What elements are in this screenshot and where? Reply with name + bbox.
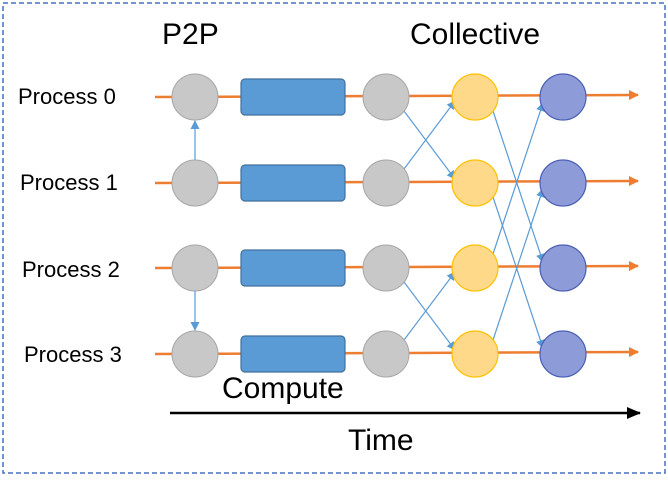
compute-label: Compute	[222, 372, 344, 405]
collective-heading: Collective	[410, 18, 541, 51]
result-node-1	[539, 159, 587, 207]
p2p-heading: P2P	[162, 18, 219, 51]
exchange-arrow-1-0	[403, 100, 456, 170]
exchange-arrow-2-0	[492, 102, 545, 255]
process-label-3: Process 3	[24, 342, 122, 367]
result-node-2	[539, 244, 587, 292]
exchange-arrow-0-1	[403, 110, 456, 180]
p2p-node-2	[171, 244, 219, 292]
process-label-1: Process 1	[20, 170, 118, 195]
collective-node-2	[451, 244, 499, 292]
exchange-arrow-3-1	[492, 188, 545, 341]
result-node-3	[539, 330, 587, 378]
compute-block-1	[240, 164, 346, 202]
collective-node-3	[451, 330, 499, 378]
pre-collective-node-0	[362, 73, 410, 121]
exchange-arrow-2-3	[403, 281, 456, 351]
collective-node-1	[451, 159, 499, 207]
p2p-node-1	[171, 159, 219, 207]
process-label-2: Process 2	[22, 257, 120, 282]
pre-collective-node-3	[362, 330, 410, 378]
p2p-node-3	[171, 330, 219, 378]
exchange-arrow-0-2	[492, 110, 545, 263]
pre-collective-node-2	[362, 244, 410, 292]
pre-collective-node-1	[362, 159, 410, 207]
result-node-0	[539, 73, 587, 121]
exchange-arrow-3-2	[403, 271, 456, 341]
dashed-frame	[2, 2, 666, 474]
compute-block-2	[240, 249, 346, 287]
p2p-node-0	[171, 73, 219, 121]
compute-block-0	[240, 78, 346, 116]
compute-block-3	[240, 335, 346, 373]
time-label: Time	[348, 424, 414, 457]
collective-node-0	[451, 73, 499, 121]
exchange-arrow-1-3	[492, 196, 545, 349]
process-label-0: Process 0	[18, 84, 116, 109]
